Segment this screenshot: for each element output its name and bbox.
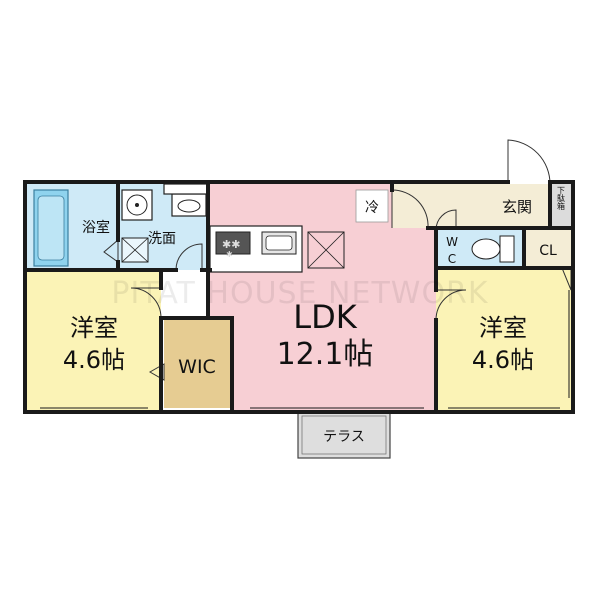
western-room-left-size: 4.6帖 [63,346,125,374]
ldk-size-label: 12.1帖 [277,337,374,372]
svg-text:✱: ✱ [226,250,233,259]
western-room-left-floor [27,272,161,410]
wic-label: WIC [178,356,216,378]
toilet-tank [499,235,515,263]
terrace-floor [297,411,391,459]
walls [23,180,575,414]
western-room-right-size: 4.6帖 [472,346,534,374]
western-room-right-floor [436,268,571,410]
washroom-label: 洗面 [148,231,176,247]
washbasin [171,193,207,217]
fridge-space [355,189,389,223]
closet-floor [526,230,571,268]
toilet-bowl [471,238,501,260]
toilet-label-w: W [446,235,458,249]
toilet-label-c: C [448,252,456,266]
fridge-label: 冷 [365,200,379,216]
shoe-box-floor [551,184,571,228]
shoe-box-label: 下駄箱 [557,186,566,211]
bath-label: 浴室 [82,219,110,236]
stove [215,231,251,255]
wic-floor [164,320,230,408]
closet-label: CL [539,243,557,259]
terrace-label: テラス [323,429,365,445]
watermark-text: PITAT HOUSE NETWORK [111,276,488,311]
western-room-right-label: 洋室 [479,314,527,342]
ldk-label: LDK [293,298,357,336]
entrance-label: 玄関 [502,198,532,216]
svg-text:✱✱: ✱✱ [222,238,240,251]
western-room-left-label: 洋室 [70,314,118,342]
entrance-floor [392,184,550,228]
